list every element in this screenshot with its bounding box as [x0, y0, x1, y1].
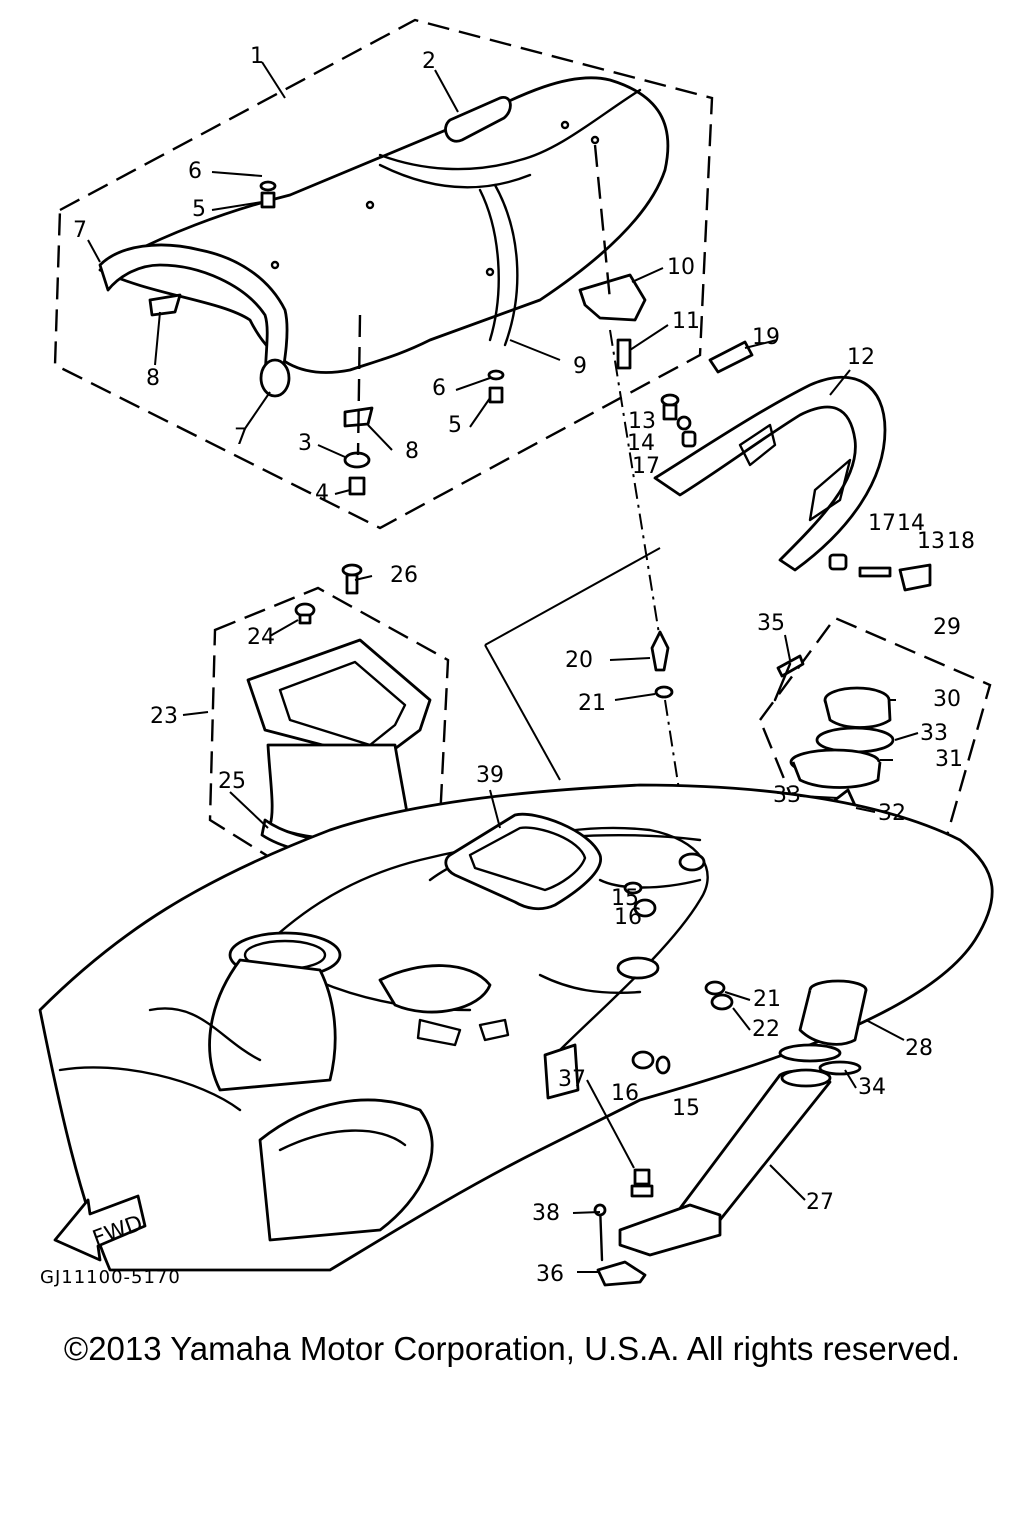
callout-label: 7	[234, 425, 248, 450]
filler-cap	[773, 654, 895, 828]
callout-label: 30	[933, 687, 961, 712]
seat-group-boundary	[53, 18, 714, 530]
seat-assembly	[98, 76, 754, 496]
callout-label: 25	[218, 769, 246, 794]
copyright-notice: ©2013 Yamaha Motor Corporation, U.S.A. A…	[63, 1330, 961, 1367]
callout-label: 21	[753, 987, 781, 1012]
callout-label: 21	[578, 691, 606, 716]
callout-label: 7	[73, 218, 87, 243]
callout-label: 4	[315, 481, 329, 506]
parts-diagram: FWD 1 2 3 4 5 5 6 6 7 7 8 8 9 10 11 12 1…	[38, 18, 994, 1288]
callout-label: 6	[432, 376, 446, 401]
filler-cap-boundary	[758, 616, 992, 862]
callout-label: 8	[405, 439, 419, 464]
callout-label: 10	[667, 255, 695, 280]
callout-label: 33	[920, 721, 948, 746]
callout-label: 13	[917, 529, 945, 554]
callout-label: 23	[150, 704, 178, 729]
callout-label: 15	[611, 886, 639, 911]
callout-label: 11	[672, 309, 700, 334]
callout-label: 35	[757, 611, 785, 636]
filler-hose	[618, 979, 868, 1257]
callout-label: 16	[611, 1081, 639, 1106]
callout-label: 17	[868, 511, 896, 536]
callout-label: 39	[476, 763, 504, 788]
callout-label: 6	[188, 159, 202, 184]
callout-label: 12	[847, 345, 875, 370]
hardware-stack	[660, 393, 697, 448]
callout-label: 32	[878, 801, 906, 826]
callout-label: 36	[536, 1262, 564, 1287]
callout-label: 28	[905, 1036, 933, 1061]
callout-label: 8	[146, 366, 160, 391]
callout-label: 38	[532, 1201, 560, 1226]
callout-label: 26	[390, 563, 418, 588]
callout-label: 9	[573, 354, 587, 379]
callout-labels: 1 2 3 4 5 5 6 6 7 7 8 8 9 10 11 12 13 13…	[73, 44, 975, 1287]
callout-label: 17	[632, 454, 660, 479]
callout-label: 22	[752, 1017, 780, 1042]
callout-label: 13	[628, 409, 656, 434]
callout-label: 3	[298, 431, 312, 456]
callout-label: 34	[858, 1075, 886, 1100]
callout-label: 5	[448, 413, 462, 438]
callout-label: 37	[558, 1067, 586, 1092]
callout-label: 19	[752, 325, 780, 350]
callout-label: 29	[933, 615, 961, 640]
callout-label: 1	[250, 44, 264, 69]
callout-label: 20	[565, 648, 593, 673]
callout-label: 14	[627, 431, 655, 456]
callout-label: 18	[947, 529, 975, 554]
callout-label: 2	[422, 49, 436, 74]
callout-label: 27	[806, 1190, 834, 1215]
callout-label: 31	[935, 747, 963, 772]
callout-label: 33	[773, 783, 801, 808]
callout-label: 5	[192, 197, 206, 222]
diagram-code: GJ11100-5170	[40, 1267, 181, 1288]
callout-label: 15	[672, 1096, 700, 1121]
grab-handle	[653, 375, 932, 592]
callout-label: 24	[247, 625, 275, 650]
leader-lines	[87, 61, 919, 1273]
callout-label: 14	[897, 511, 925, 536]
hull-deck	[38, 783, 994, 1272]
callout-label: 16	[614, 905, 642, 930]
